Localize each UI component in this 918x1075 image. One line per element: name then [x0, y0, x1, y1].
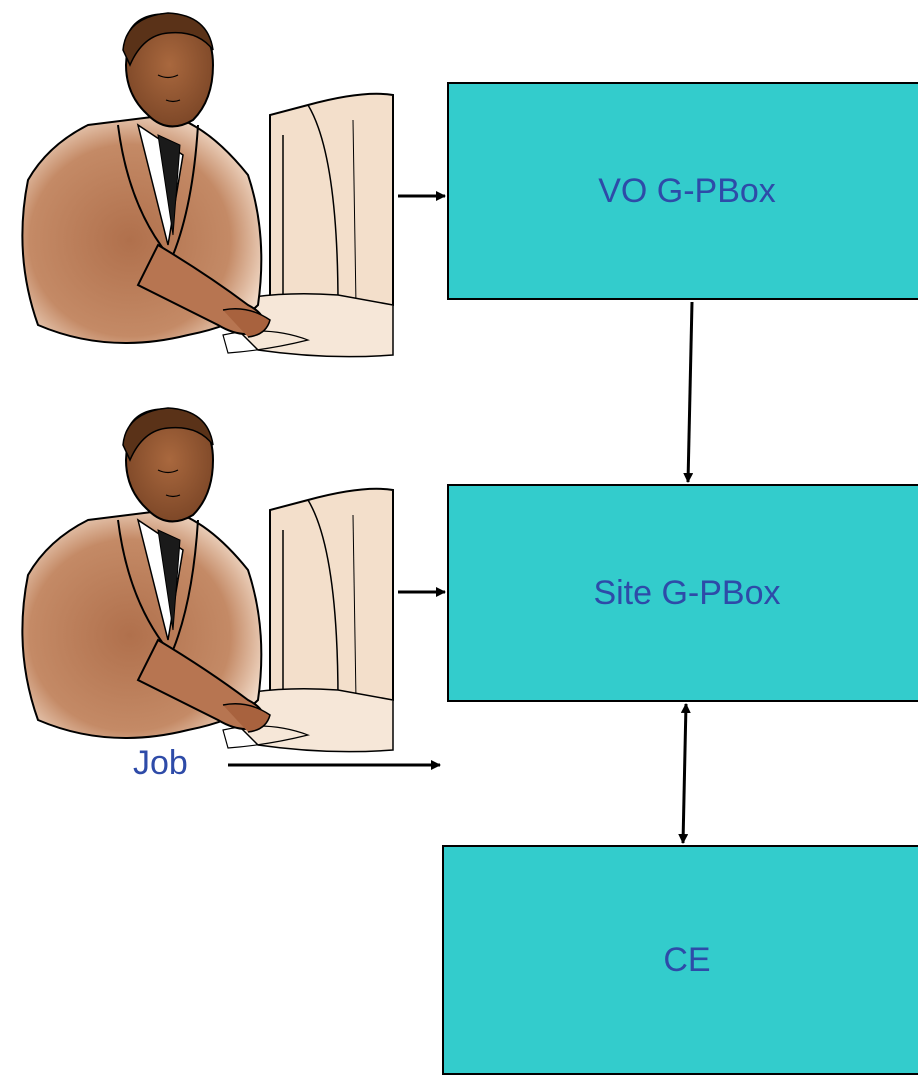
ce-node: CE: [442, 845, 918, 1075]
vo-gpbox-label: VO G-PBox: [598, 172, 776, 210]
person-at-computer-icon: [21, 12, 394, 358]
vo-gpbox-node: VO G-PBox: [447, 82, 918, 300]
site-gpbox-node: Site G-PBox: [447, 484, 918, 702]
ce-label: CE: [663, 941, 711, 979]
job-label: Job: [133, 744, 188, 782]
person-at-computer-icon: [21, 407, 394, 753]
arrow-vo-to-site: [683, 301, 694, 483]
arrow-site-ce: [678, 703, 691, 844]
site-gpbox-label: Site G-PBox: [593, 574, 781, 612]
